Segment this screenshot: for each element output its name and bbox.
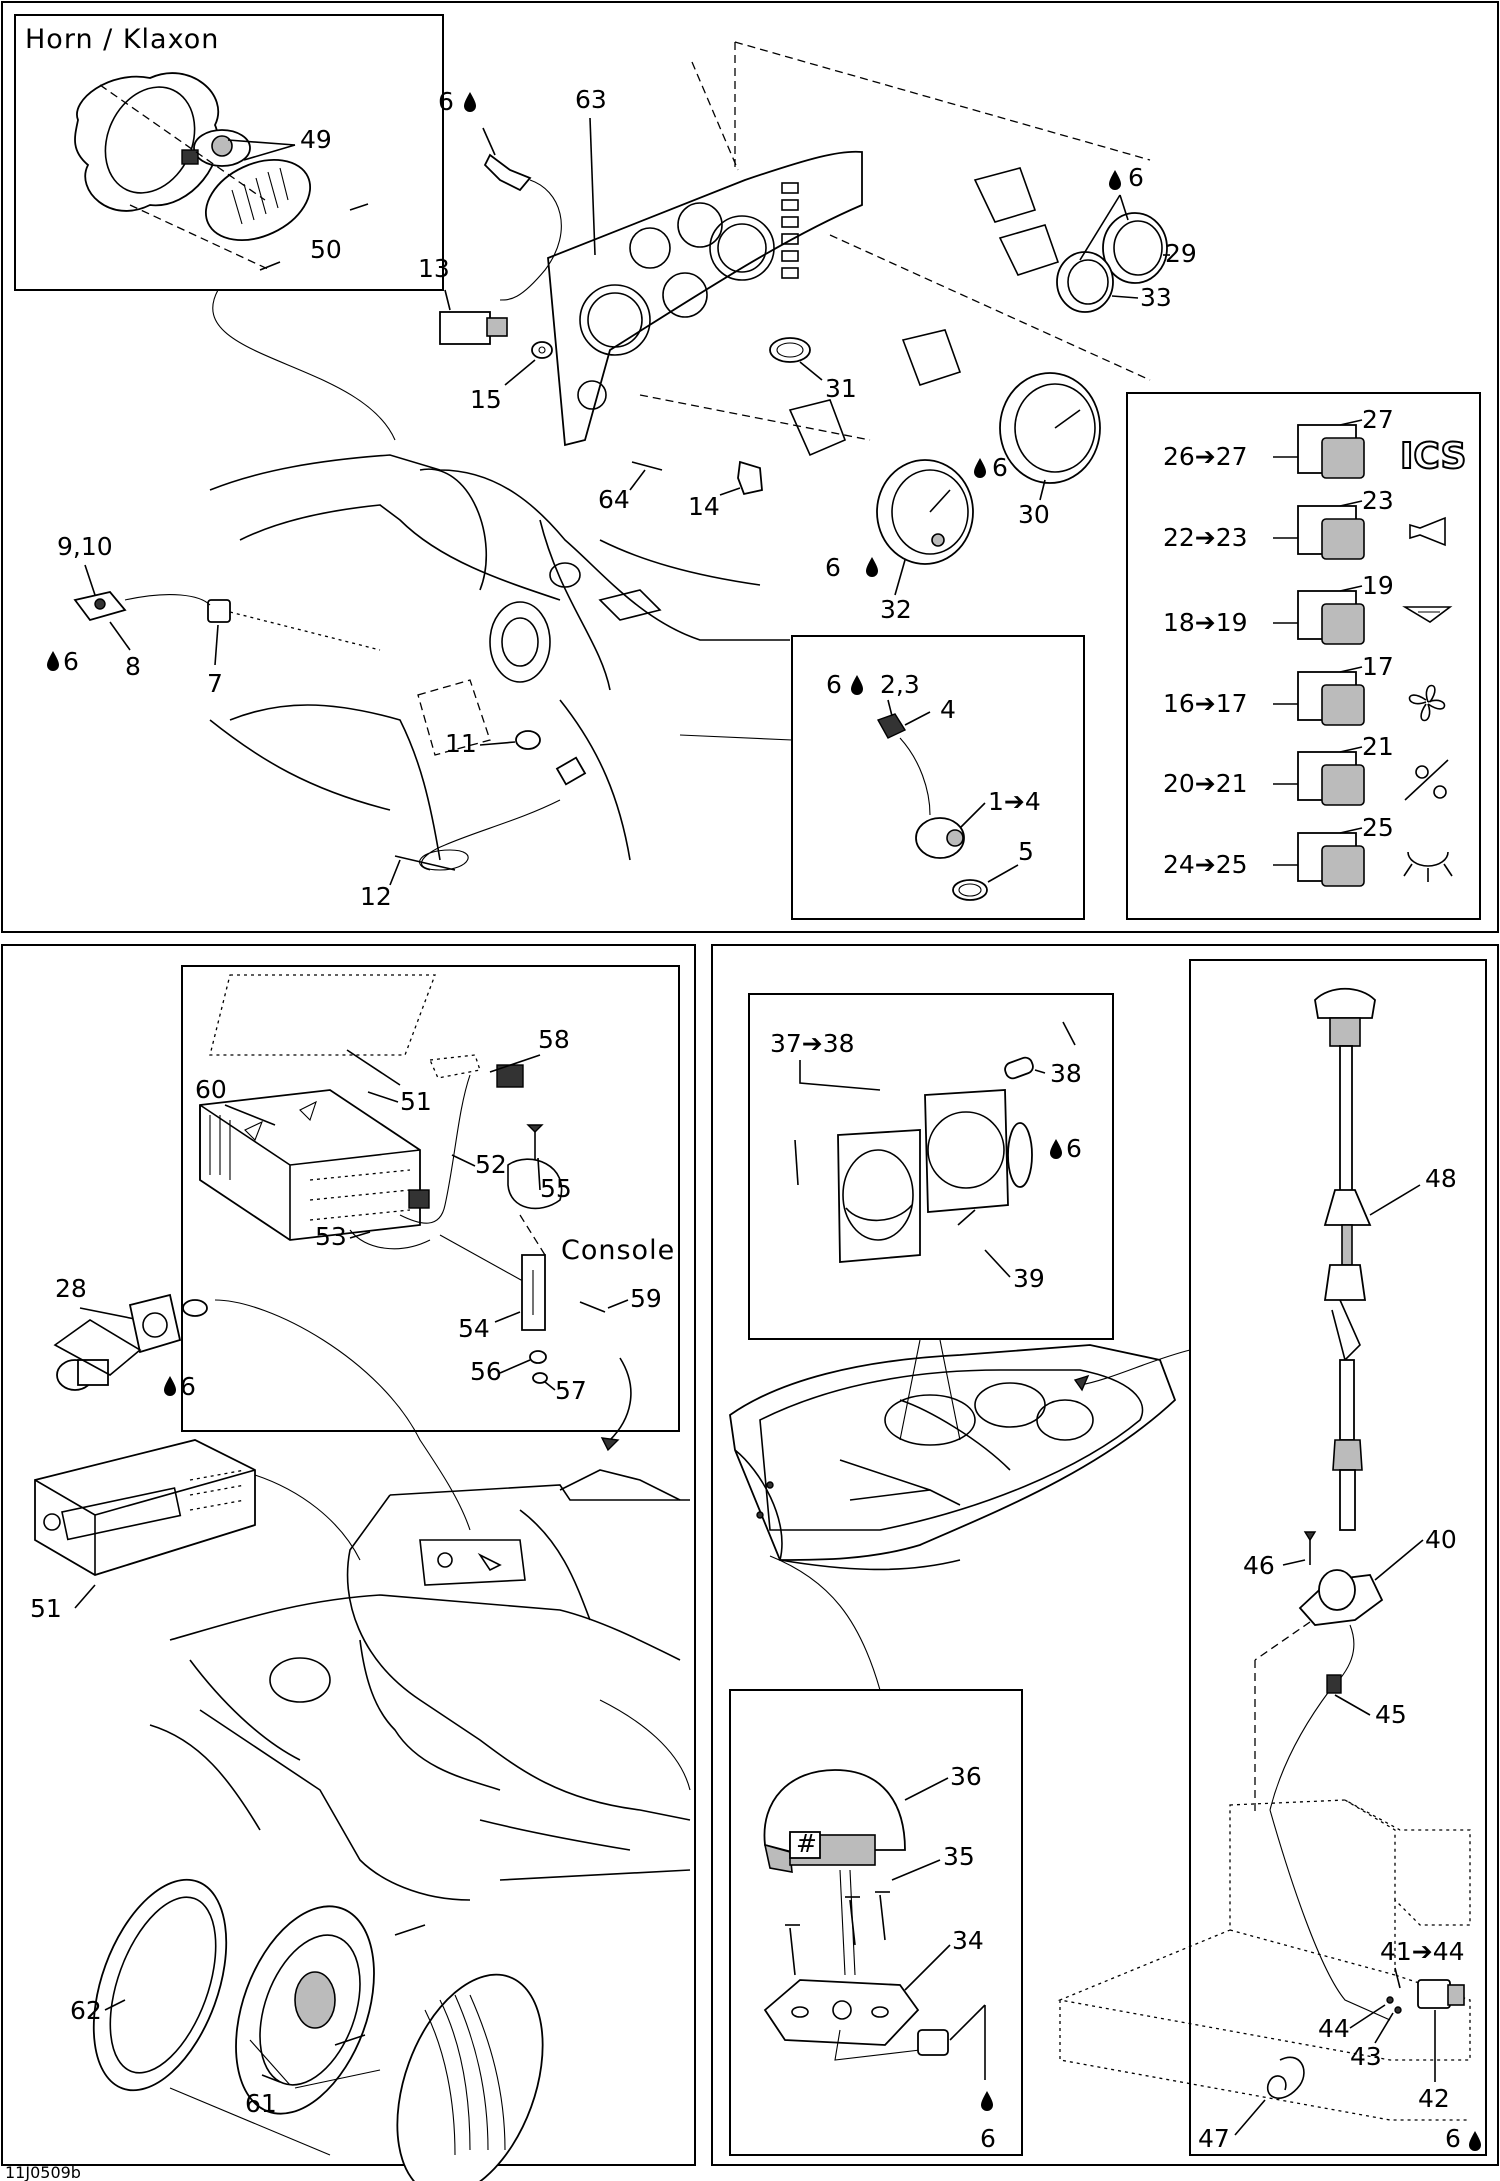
switch-legend: 26➔27 27 ICS 22➔23 23 18➔19 19 [1126, 392, 1481, 920]
svg-text:25: 25 [1362, 813, 1394, 842]
sender-drop-label: 6 [826, 670, 842, 699]
audio-label-52: 52 [475, 1150, 507, 1179]
switch-row-ics: 26➔27 27 ICS [1163, 405, 1467, 479]
boat-label-48: 48 [1425, 1164, 1457, 1193]
svg-text:16➔17: 16➔17 [1163, 689, 1248, 718]
horn-panel: Horn / Klaxon 49 50 [14, 14, 444, 441]
audio-label-62: 62 [70, 1996, 102, 2025]
audio-panel: 60 51 58 52 53 Console 55 54 59 [30, 965, 691, 2181]
boat-drop-label-3: 6 [1445, 2124, 1461, 2153]
boat-panel: 37➔38 38 6 39 [729, 959, 1487, 2156]
boat-label-44: 44 [1318, 2014, 1350, 2043]
console-drop-label-5: 6 [63, 647, 79, 676]
switch-row-blower: 16➔17 17 [1163, 652, 1446, 726]
svg-text:27: 27 [1362, 405, 1394, 434]
console-label-30: 30 [1018, 500, 1050, 529]
console-label-9-10: 9,10 [57, 532, 113, 561]
svg-text:22➔23: 22➔23 [1163, 523, 1248, 552]
svg-text:23: 23 [1362, 486, 1394, 515]
console-drop-label-4: 6 [1128, 163, 1144, 192]
horn-symbol-icon [1409, 516, 1446, 547]
console-label-63: 63 [575, 85, 607, 114]
audio-drop-label: 6 [180, 1372, 196, 1401]
audio-label-54: 54 [458, 1314, 490, 1343]
boat-label-36: 36 [950, 1762, 982, 1791]
audio-label-61: 61 [245, 2089, 277, 2118]
console-drop-label-3: 6 [992, 453, 1008, 482]
boat-drop-label-2: 6 [980, 2124, 996, 2153]
sender-label-4: 4 [940, 695, 956, 724]
horn-label-50: 50 [310, 235, 342, 264]
blower-symbol-icon [1408, 684, 1446, 722]
console-label-15: 15 [470, 385, 502, 414]
console-label-8: 8 [125, 652, 141, 681]
boat-label-35: 35 [943, 1842, 975, 1871]
console-label-31: 31 [825, 374, 857, 403]
console-drop-label-1: 6 [438, 87, 454, 116]
ics-symbol: ICS [1400, 436, 1466, 477]
bilge-symbol-icon [1402, 606, 1453, 623]
boat-panel-frame [711, 944, 1499, 2166]
svg-text:20➔21: 20➔21 [1163, 769, 1248, 798]
audio-label-59: 53 [315, 1222, 347, 1251]
svg-text:26➔27: 26➔27 [1163, 442, 1248, 471]
svg-text:19: 19 [1362, 571, 1394, 600]
boat-label-39: 39 [1013, 1264, 1045, 1293]
console-label-7: 7 [207, 669, 223, 698]
audio-panel-frame [1, 944, 696, 2166]
console-drop-label-2: 6 [825, 553, 841, 582]
boat-label-47: 47 [1198, 2124, 1230, 2153]
courtesy-light-symbol-icon [1403, 851, 1453, 882]
svg-text:18➔19: 18➔19 [1163, 608, 1248, 637]
top-panel-frame [1, 1, 1499, 933]
svg-text:21: 21 [1362, 732, 1394, 761]
console-label-13: 13 [418, 254, 450, 283]
console-label-14: 14 [688, 492, 720, 521]
audio-label-55: 55 [540, 1174, 572, 1203]
sender-inset: 6 2,3 4 1➔4 5 [679, 635, 1085, 920]
horn-panel-title: Horn / Klaxon [25, 24, 219, 55]
audio-label-28: 28 [55, 1274, 87, 1303]
boat-label-40: 40 [1425, 1525, 1457, 1554]
sender-label-2-3: 2,3 [880, 670, 920, 699]
console-label-64: 64 [598, 485, 630, 514]
boat-label-38: 38 [1050, 1059, 1082, 1088]
boat-label-34: 34 [952, 1926, 984, 1955]
svg-text:24➔25: 24➔25 [1163, 850, 1248, 879]
boat-label-41-44: 41➔44 [1380, 1937, 1465, 1966]
switch-row-horn: 22➔23 23 [1163, 486, 1446, 560]
audio-label-51b: 51 [30, 1594, 62, 1623]
switch-row-nav-light: 20➔21 21 [1163, 732, 1449, 806]
audio-label-56: 56 [470, 1357, 502, 1386]
boat-label-42: 42 [1418, 2084, 1450, 2113]
boat-drop-label-1: 6 [1066, 1134, 1082, 1163]
navigation-light-symbol-icon [1404, 759, 1449, 801]
audio-label-58: 58 [538, 1025, 570, 1054]
figure-code: 11J0509b [5, 2163, 81, 2181]
svg-text:#: # [796, 1829, 817, 1858]
console-label-29: 29 [1165, 239, 1197, 268]
audio-label-57: 57 [555, 1376, 587, 1405]
console-text: Console [561, 1235, 675, 1266]
boat-label-45: 45 [1375, 1700, 1407, 1729]
audio-label-51a: 51 [400, 1087, 432, 1116]
console-label-33: 33 [1140, 283, 1172, 312]
console-label-12: 12 [360, 882, 392, 911]
switch-row-bilge: 18➔19 19 [1163, 571, 1453, 645]
console-section: 63 6 13 15 64 14 31 [47, 41, 1197, 911]
horn-label-49: 49 [300, 125, 332, 154]
console-label-32: 32 [880, 595, 912, 624]
sender-label-1-4: 1➔4 [988, 787, 1041, 816]
console-label-11: 11 [445, 729, 477, 758]
boat-label-37-38: 37➔38 [770, 1029, 855, 1058]
sender-label-5: 5 [1018, 837, 1034, 866]
audio-label-53: 59 [630, 1284, 662, 1313]
boat-label-43: 43 [1350, 2042, 1382, 2071]
switch-row-courtesy-light: 24➔25 25 [1163, 813, 1453, 887]
svg-text:17: 17 [1362, 652, 1394, 681]
audio-label-60: 60 [195, 1075, 227, 1104]
boat-label-46: 46 [1243, 1551, 1275, 1580]
